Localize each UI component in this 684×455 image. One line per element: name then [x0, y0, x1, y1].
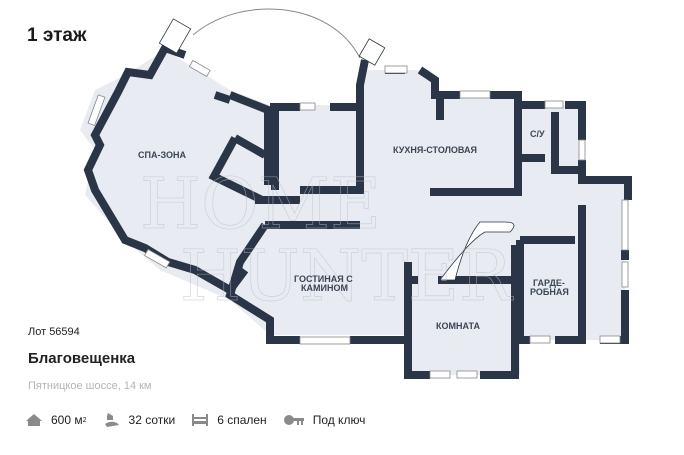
walls — [83, 43, 632, 379]
land-plot-icon — [104, 413, 119, 427]
svg-text:HUNTER: HUNTER — [180, 235, 514, 317]
room-label-wc: С/У — [530, 129, 545, 139]
feature-plot: 32 сотки — [103, 412, 176, 428]
feature-area-value: 600 м — [51, 413, 83, 427]
room-label-wardrobe-2: РОБНАЯ — [530, 287, 569, 297]
terrace-arc — [192, 8, 361, 59]
feature-finish-value: Под ключ — [312, 413, 366, 427]
feature-area-sup: 2 — [82, 416, 87, 424]
floor-fill — [80, 50, 625, 375]
stairs — [158, 18, 515, 281]
key-icon — [283, 415, 304, 425]
svg-text:HOME: HOME — [140, 163, 381, 245]
windows — [87, 59, 629, 379]
room-label-living-2: КАМИНОМ — [301, 283, 348, 293]
feature-bedrooms: 6 спален — [191, 413, 267, 427]
room-label-kitchen: КУХНЯ-СТОЛОВАЯ — [393, 145, 477, 155]
watermark: HOME HUNTER — [140, 163, 515, 318]
house-icon — [26, 414, 42, 426]
room-label-room: КОМНАТА — [436, 321, 480, 331]
room-label-living-1: ГОСТИНАЯ С — [294, 274, 353, 284]
floor-title: 1 этаж — [27, 25, 87, 46]
road-distance: Пятницкое шоссе, 14 км — [28, 380, 152, 392]
room-label-wardrobe-1: ГАРДЕ- — [533, 278, 565, 288]
village-name[interactable]: Благовещенка — [28, 350, 136, 367]
room-label-spa: СПА-ЗОНА — [138, 150, 186, 160]
feature-bedrooms-value: 6 спален — [217, 413, 267, 427]
feature-plot-value: 32 сотки — [128, 413, 176, 427]
feature-finish: Под ключ — [283, 413, 366, 427]
bed-icon — [192, 414, 209, 426]
lot-number: Лот 56594 — [28, 326, 80, 338]
